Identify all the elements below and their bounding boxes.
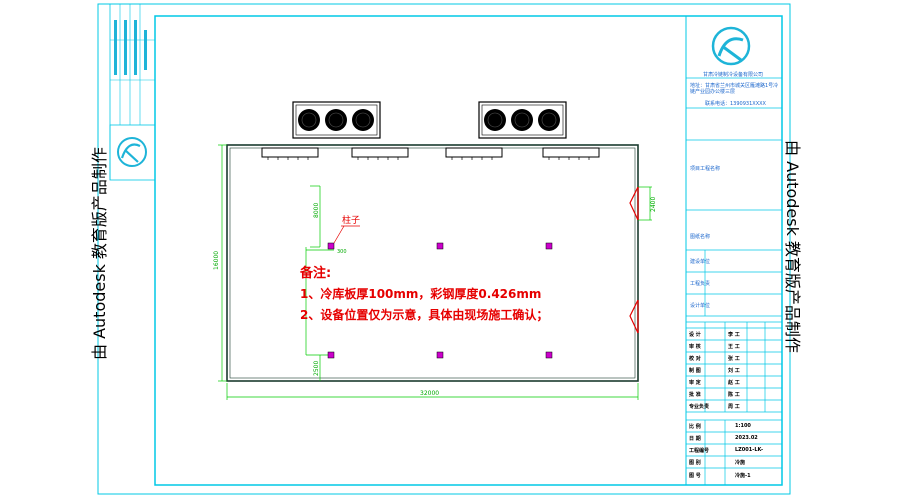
column-marker <box>545 351 553 359</box>
title-block-grid <box>686 77 782 485</box>
watermark-right: 由 Autodesk 教育版产品制作 <box>783 140 802 353</box>
evaporators <box>261 147 600 158</box>
dim-width-text: 32000 <box>420 390 439 397</box>
dim-lower-left-text: 2500 <box>313 361 320 376</box>
tb-row-1-val: 王 工 <box>728 344 740 350</box>
dim-column-gap-text: 300 <box>337 249 347 255</box>
fan-icon <box>538 109 560 131</box>
company-logo-icon <box>711 26 751 66</box>
binding-grid <box>110 4 155 125</box>
tb-row-1-key: 审 核 <box>689 344 701 350</box>
tb-date-value: 2023.02 <box>735 435 758 441</box>
tb-row-3-key: 制 图 <box>689 368 701 374</box>
dimension-lines <box>218 144 652 400</box>
company-address: 地址：甘肃省兰州市城关区雁滩路1号冷链产业园办公楼三层 <box>690 83 779 95</box>
tb-version-label: 图 别 <box>689 460 701 466</box>
binding-scribbles <box>114 20 147 75</box>
binding-logo-icon <box>117 137 147 167</box>
binding-box <box>109 124 156 181</box>
tb-row-2-val: 张 工 <box>728 356 740 362</box>
condenser-unit-left <box>292 101 381 139</box>
column-label: 柱子 <box>342 214 360 226</box>
evaporator-fins <box>267 157 590 160</box>
tb-row-3-val: 刘 工 <box>728 368 740 374</box>
column-leader-line <box>333 225 345 244</box>
tb-date-label: 日 期 <box>689 436 701 442</box>
tb-number-label: 工程编号 <box>689 448 710 454</box>
outer-border <box>97 3 791 495</box>
dim-right-door-text: 2400 <box>650 197 657 212</box>
cold-room-inner-wall <box>229 147 636 379</box>
column-marker <box>436 242 444 250</box>
column-marker <box>545 242 553 250</box>
fan-icon <box>511 109 533 131</box>
tb-scale-value: 1:100 <box>735 423 751 429</box>
cold-room-outer-wall <box>226 144 639 382</box>
tb-sheet-label: 图 号 <box>689 473 701 479</box>
drawing-name-label: 图纸名称 <box>690 234 711 240</box>
tb-version-value: 冷施 <box>735 460 746 466</box>
fan-icon <box>325 109 347 131</box>
tb-sheet-value: 冷施-1 <box>735 473 751 479</box>
watermark-left: 由 Autodesk 教育版产品制作 <box>90 147 109 360</box>
evaporator-3 <box>445 147 503 158</box>
column-marker <box>327 351 335 359</box>
column-marker <box>436 351 444 359</box>
notes-line-2: 2、设备位置仅为示意，具体由现场施工确认； <box>300 308 549 322</box>
fan-icon <box>298 109 320 131</box>
construction-label: 建设单位 <box>690 259 711 265</box>
dim-upper-left-text: 8000 <box>313 203 320 218</box>
evaporator-1 <box>261 147 319 158</box>
tb-row-6-val: 周 工 <box>728 404 740 410</box>
cold-room-doors <box>629 186 639 334</box>
engineer-label: 工程负责 <box>690 281 711 287</box>
dim-height-text: 16000 <box>213 251 220 270</box>
design-label: 设计单位 <box>690 303 711 309</box>
inner-frame <box>154 15 783 486</box>
tb-scale-label: 比 例 <box>689 424 701 430</box>
notes-block: 备注: 1、冷库板厚100mm，彩钢厚度0.426mm 2、设备位置仅为示意，具… <box>300 262 548 323</box>
tb-row-5-key: 批 准 <box>689 392 701 398</box>
company-name: 甘肃冷链制冷设备有限公司 <box>703 72 764 78</box>
tb-row-0-val: 李 工 <box>728 332 740 338</box>
notes-title: 备注: <box>300 266 332 281</box>
fan-icon <box>352 109 374 131</box>
notes-line-1: 1、冷库板厚100mm，彩钢厚度0.426mm <box>300 287 542 301</box>
tb-row-5-val: 陈 工 <box>728 392 740 398</box>
tb-row-0-key: 设 计 <box>689 332 701 338</box>
tb-row-4-val: 赵 工 <box>728 380 740 386</box>
tb-row-4-key: 审 定 <box>689 380 701 386</box>
fan-icon <box>484 109 506 131</box>
column-marker <box>327 242 335 250</box>
project-name-label: 项目工程名称 <box>690 166 721 172</box>
condenser-unit-right <box>478 101 567 139</box>
tb-row-6-key: 专业负责 <box>689 404 710 410</box>
company-phone: 联系电话：1390931XXXX <box>705 101 766 107</box>
column-markers <box>327 242 553 359</box>
tb-number-value: LZ001-LK- <box>735 447 764 453</box>
tb-row-2-key: 校 对 <box>689 356 701 362</box>
evaporator-4 <box>542 147 600 158</box>
evaporator-2 <box>351 147 409 158</box>
